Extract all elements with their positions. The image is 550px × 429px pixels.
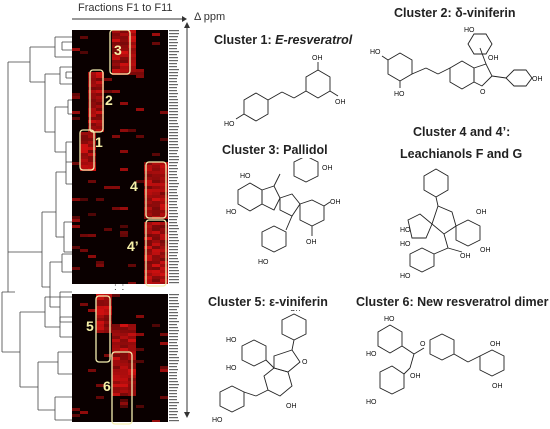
svg-text:HO: HO bbox=[226, 365, 237, 372]
cluster-box-6 bbox=[111, 351, 133, 425]
structure-new-dimer: HO HO O OH HO OH OH bbox=[366, 316, 505, 406]
svg-text:HO: HO bbox=[384, 316, 395, 323]
cluster-box-4prime bbox=[145, 219, 167, 287]
cluster-box-1 bbox=[79, 129, 95, 171]
fractions-arrow bbox=[72, 16, 187, 22]
cluster-1-title: Cluster 1: E-resveratrol bbox=[214, 33, 353, 47]
structure-epsilon-viniferin: OH HO HO O OH HO bbox=[212, 310, 308, 424]
cluster-box-3 bbox=[109, 30, 131, 75]
cluster-4-title-line2: Leachianols F and G bbox=[400, 147, 523, 161]
heatmap-gap-dots: : : bbox=[114, 282, 126, 293]
svg-text:O: O bbox=[302, 359, 308, 366]
svg-text:HO: HO bbox=[464, 27, 475, 34]
svg-text:HO: HO bbox=[240, 173, 251, 180]
heatmap-label-2: 2 bbox=[105, 92, 113, 108]
cluster-4-title-line1: Cluster 4 and 4’: bbox=[413, 125, 511, 139]
svg-text:OH: OH bbox=[488, 55, 499, 62]
delta-ppm-label: Δ ppm bbox=[194, 11, 226, 23]
svg-text:HO: HO bbox=[400, 241, 411, 248]
svg-text:OH: OH bbox=[410, 373, 421, 380]
svg-text:O: O bbox=[480, 89, 486, 96]
svg-text:OH: OH bbox=[330, 199, 341, 206]
heatmap-row-labels bbox=[169, 30, 179, 422]
dendrogram bbox=[1, 36, 72, 421]
svg-text:HO: HO bbox=[366, 399, 377, 406]
cluster-box-5 bbox=[95, 295, 111, 363]
cluster-2-title: Cluster 2: δ-viniferin bbox=[394, 6, 516, 20]
cluster-box-2 bbox=[89, 69, 104, 133]
svg-text:OH: OH bbox=[322, 165, 333, 172]
structure-e-resveratrol: OH OH HO bbox=[224, 55, 346, 128]
heatmap-top bbox=[72, 30, 168, 284]
svg-text:OH: OH bbox=[480, 247, 491, 254]
heatmap-label-6: 6 bbox=[103, 378, 111, 394]
svg-text:HO: HO bbox=[226, 337, 237, 344]
svg-text:OH: OH bbox=[532, 76, 543, 83]
svg-text:OH: OH bbox=[312, 55, 323, 62]
svg-text:HO: HO bbox=[400, 273, 411, 280]
svg-text:HO: HO bbox=[366, 351, 377, 358]
cluster-6-title: Cluster 6: New resveratrol dimer bbox=[356, 295, 549, 309]
heatmap-label-4: 4 bbox=[130, 178, 138, 194]
svg-text:OH: OH bbox=[426, 166, 437, 167]
cluster-boxes bbox=[79, 30, 167, 425]
svg-text:HO: HO bbox=[226, 209, 237, 216]
svg-text:OH: OH bbox=[306, 239, 317, 246]
svg-text:OH: OH bbox=[460, 253, 471, 260]
svg-text:HO: HO bbox=[370, 49, 381, 56]
cluster-5-title: Cluster 5: ε-viniferin bbox=[208, 295, 328, 309]
svg-text:OH: OH bbox=[476, 209, 487, 216]
svg-text:HO: HO bbox=[258, 259, 269, 266]
structure-leachianols: OH HO OH OH HO HO OH bbox=[400, 166, 491, 280]
svg-text:HO: HO bbox=[212, 417, 223, 424]
heatmap-label-5: 5 bbox=[86, 318, 94, 334]
structure-delta-viniferin: HO HO HO OH O OH bbox=[370, 27, 543, 98]
heatmap-bottom bbox=[72, 294, 168, 422]
cluster-3-title: Cluster 3: Pallidol bbox=[222, 143, 328, 157]
svg-text:OH: OH bbox=[490, 341, 501, 348]
heatmap-label-3: 3 bbox=[114, 42, 122, 58]
heatmap-label-4prime: 4’ bbox=[127, 238, 139, 254]
svg-text:OH: OH bbox=[286, 403, 297, 410]
heatmap-label-1: 1 bbox=[95, 134, 103, 150]
cluster-box-4 bbox=[145, 161, 167, 219]
svg-text:HO: HO bbox=[394, 91, 405, 98]
fractions-label: Fractions F1 to F11 bbox=[78, 2, 173, 14]
structure-pallidol: HO HO OH OH OH HO bbox=[226, 158, 341, 266]
svg-text:OH: OH bbox=[290, 310, 301, 313]
ppm-arrow bbox=[184, 22, 190, 418]
svg-text:OH: OH bbox=[335, 99, 346, 106]
svg-text:HO: HO bbox=[400, 227, 411, 234]
svg-text:O: O bbox=[420, 341, 426, 348]
svg-text:OH: OH bbox=[492, 383, 503, 390]
svg-text:HO: HO bbox=[224, 121, 235, 128]
